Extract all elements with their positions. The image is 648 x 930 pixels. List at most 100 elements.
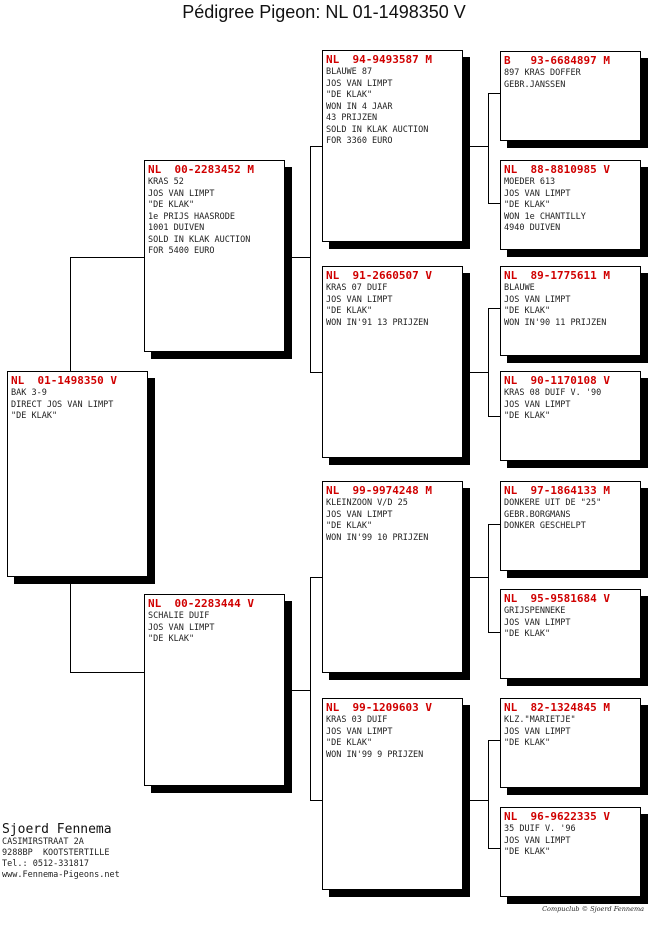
connector-line xyxy=(70,672,144,673)
connector-line xyxy=(488,632,500,633)
ring-number: NL 99-9974248 M xyxy=(326,484,432,497)
connector-line xyxy=(470,146,488,147)
ring-number: NL 97-1864133 M xyxy=(504,484,610,497)
pigeon-info-line: WON IN'99 10 PRIJZEN xyxy=(326,532,429,543)
pigeon-info-line: WON IN'99 9 PRIJZEN xyxy=(326,749,424,760)
pigeon-info-line: "DE KLAK" xyxy=(148,200,195,210)
connector-line xyxy=(470,800,488,801)
pigeon-info-line: KLZ."MARIETJE" xyxy=(504,715,576,725)
pigeon-info-line: KRAS 52 xyxy=(148,177,184,187)
connector-line xyxy=(310,800,322,801)
pigeon-info-line: JOS VAN LIMPT xyxy=(504,726,571,737)
connector-line xyxy=(70,257,71,371)
connector-line xyxy=(488,740,489,848)
pigeon-info-line: KRAS 03 DUIF xyxy=(326,715,388,725)
pigeon-info-line: "DE KLAK" xyxy=(326,306,373,316)
pigeon-info-line: 897 KRAS DOFFER xyxy=(504,68,581,78)
pigeon-info-line: BLAUWE 87 xyxy=(326,67,373,77)
breeder-name: Sjoerd Fennema xyxy=(2,822,112,837)
pigeon-info-line: JOS VAN LIMPT xyxy=(504,399,571,410)
ring-number: NL 89-1775611 M xyxy=(504,269,610,282)
pigeon-info-line: JOS VAN LIMPT xyxy=(504,835,571,846)
ring-number: NL 90-1170108 V xyxy=(504,374,610,387)
connector-line xyxy=(470,372,488,373)
pigeon-info-line: JOS VAN LIMPT xyxy=(148,622,215,633)
pigeon-info-line: "DE KLAK" xyxy=(504,738,551,748)
credit-text: Compuclub © Sjoerd Fennema xyxy=(542,905,644,913)
ring-number: NL 01-1498350 V xyxy=(11,374,117,387)
pigeon-info-line: JOS VAN LIMPT xyxy=(504,188,571,199)
connector-line xyxy=(310,146,322,147)
pigeon-info-line: WON IN 4 JAAR xyxy=(326,101,393,112)
pigeon-info-line: KLEINZOON V/D 25 xyxy=(326,498,408,508)
connector-line xyxy=(310,577,311,800)
pigeon-info-line: MOEDER 613 xyxy=(504,177,556,187)
pigeon-info-line: WON 1e CHANTILLY xyxy=(504,211,586,222)
pigeon-info-line: DONKER GESCHELPT xyxy=(504,521,586,531)
pigeon-info-line: DONKERE UIT DE "25" xyxy=(504,498,602,508)
pigeon-info-line: FOR 3360 EURO xyxy=(326,136,393,146)
connector-line xyxy=(488,308,500,309)
pigeon-info-line: 43 PRIJZEN xyxy=(326,113,378,123)
connector-line xyxy=(292,690,310,691)
pigeon-info-line: "DE KLAK" xyxy=(504,629,551,639)
breeder-address: CASIMIRSTRAAT 2A xyxy=(2,837,84,847)
connector-line xyxy=(488,308,489,416)
pigeon-info-line: KRAS 07 DUIF xyxy=(326,283,388,293)
connector-line xyxy=(70,257,144,258)
breeder-phone: Tel.: 0512-331817 xyxy=(2,859,89,869)
pigeon-info-line: GEBR.BORGMANS xyxy=(504,509,571,520)
connector-line xyxy=(488,524,489,632)
pigeon-info-line: 4940 DUIVEN xyxy=(504,223,561,233)
ring-number: B 93-6684897 M xyxy=(504,54,610,67)
pigeon-info-line: JOS VAN LIMPT xyxy=(148,188,215,199)
pigeon-info-line: JOS VAN LIMPT xyxy=(326,509,393,520)
pigeon-info-line: "DE KLAK" xyxy=(504,200,551,210)
pigeon-info-line: JOS VAN LIMPT xyxy=(504,294,571,305)
pigeon-info-line: "DE KLAK" xyxy=(148,634,195,644)
connector-line xyxy=(292,257,310,258)
pigeon-info-line: JOS VAN LIMPT xyxy=(326,294,393,305)
ring-number: NL 88-8810985 V xyxy=(504,163,610,176)
pigeon-info-line: "DE KLAK" xyxy=(504,306,551,316)
pigeon-info-line: GRIJSPENNEKE xyxy=(504,606,566,616)
connector-line xyxy=(488,740,500,741)
connector-line xyxy=(310,577,322,578)
pigeon-info-line: DIRECT JOS VAN LIMPT xyxy=(11,399,114,410)
pigeon-info-line: "DE KLAK" xyxy=(11,411,58,421)
pigeon-info-line: BAK 3-9 xyxy=(11,388,47,398)
ring-number: NL 96-9622335 V xyxy=(504,810,610,823)
ring-number: NL 91-2660507 V xyxy=(326,269,432,282)
pigeon-info-line: SOLD IN KLAK AUCTION xyxy=(326,124,429,135)
ring-number: NL 00-2283444 V xyxy=(148,597,254,610)
ring-number: NL 99-1209603 V xyxy=(326,701,432,714)
pigeon-info-line: SCHALIE DUIF xyxy=(148,611,210,621)
pigeon-info-line: "DE KLAK" xyxy=(504,411,551,421)
pigeon-info-line: KRAS 08 DUIF V. '90 xyxy=(504,388,602,398)
connector-line xyxy=(70,577,71,672)
pigeon-info-line: WON IN'91 13 PRIJZEN xyxy=(326,317,429,328)
connector-line xyxy=(488,416,500,417)
breeder-website[interactable]: www.Fennema-Pigeons.net xyxy=(2,870,120,880)
ring-number: NL 94-9493587 M xyxy=(326,53,432,66)
connector-line xyxy=(488,524,500,525)
pigeon-info-line: "DE KLAK" xyxy=(326,521,373,531)
pigeon-info-line: JOS VAN LIMPT xyxy=(326,78,393,89)
pigeon-info-line: BLAUWE xyxy=(504,283,535,293)
pigeon-info-line: 1e PRIJS HAASRODE xyxy=(148,211,235,222)
pigeon-info-line: SOLD IN KLAK AUCTION xyxy=(148,234,251,245)
connector-line xyxy=(488,93,489,203)
